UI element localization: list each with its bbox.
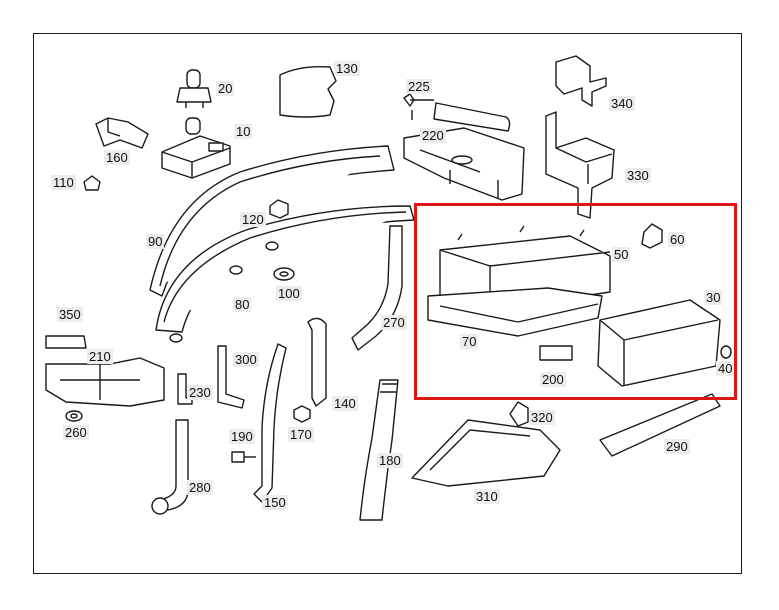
part-30-drawing — [597, 299, 721, 387]
part-20-drawing — [176, 69, 212, 108]
part-label-200[interactable]: 200 — [540, 372, 566, 387]
part-label-310[interactable]: 310 — [474, 489, 500, 504]
part-80-drawing — [155, 205, 415, 343]
part-label-90[interactable]: 90 — [146, 234, 165, 249]
part-label-120[interactable]: 120 — [240, 212, 266, 227]
part-label-60[interactable]: 60 — [668, 232, 687, 247]
part-260-drawing — [65, 410, 83, 422]
part-label-210[interactable]: 210 — [87, 349, 113, 364]
part-60-drawing — [641, 223, 663, 249]
part-190-drawing — [231, 451, 256, 463]
part-150-drawing — [253, 343, 287, 503]
part-210-drawing — [45, 357, 165, 407]
part-label-140[interactable]: 140 — [332, 396, 358, 411]
part-label-80[interactable]: 80 — [233, 297, 252, 312]
selected-region-highlight[interactable] — [414, 203, 737, 400]
part-label-20[interactable]: 20 — [216, 81, 235, 96]
part-140-drawing — [307, 317, 327, 407]
part-120-drawing — [269, 199, 289, 219]
part-220-drawing — [403, 127, 525, 201]
part-label-220[interactable]: 220 — [420, 128, 446, 143]
part-label-280[interactable]: 280 — [187, 480, 213, 495]
part-label-40[interactable]: 40 — [716, 361, 735, 376]
part-label-150[interactable]: 150 — [262, 495, 288, 510]
part-320-drawing — [509, 401, 529, 427]
part-100-drawing — [273, 267, 295, 281]
part-label-260[interactable]: 260 — [63, 425, 89, 440]
part-label-10[interactable]: 10 — [234, 124, 253, 139]
part-label-340[interactable]: 340 — [609, 96, 635, 111]
part-340-drawing — [555, 55, 607, 107]
part-label-330[interactable]: 330 — [625, 168, 651, 183]
part-label-110[interactable]: 110 — [51, 175, 76, 190]
part-label-30[interactable]: 30 — [704, 290, 723, 305]
part-110-drawing — [83, 175, 101, 191]
part-160-drawing — [95, 117, 149, 149]
part-10-drawing — [161, 117, 231, 179]
part-label-300[interactable]: 300 — [233, 352, 259, 367]
part-label-50[interactable]: 50 — [612, 247, 631, 262]
part-label-350[interactable]: 350 — [57, 307, 83, 322]
part-70-drawing — [427, 287, 603, 337]
part-40-drawing — [720, 345, 732, 359]
part-290-drawing — [599, 393, 721, 457]
part-130-drawing — [279, 65, 337, 118]
part-label-225[interactable]: 225 — [406, 79, 432, 94]
part-310-drawing — [411, 419, 561, 487]
diagram-frame — [33, 33, 742, 574]
part-225-drawing — [403, 93, 511, 132]
part-280-drawing — [151, 419, 189, 515]
part-label-180[interactable]: 180 — [377, 453, 403, 468]
part-label-170[interactable]: 170 — [288, 427, 314, 442]
part-200-drawing — [539, 345, 573, 361]
part-label-100[interactable]: 100 — [276, 286, 302, 301]
part-label-190[interactable]: 190 — [229, 429, 255, 444]
part-label-320[interactable]: 320 — [529, 410, 555, 425]
part-label-230[interactable]: 230 — [187, 385, 213, 400]
part-label-160[interactable]: 160 — [104, 150, 130, 165]
part-label-130[interactable]: 130 — [334, 61, 360, 76]
part-label-270[interactable]: 270 — [381, 315, 407, 330]
part-350-drawing — [45, 335, 87, 349]
part-label-290[interactable]: 290 — [664, 439, 690, 454]
part-330-drawing — [545, 111, 615, 219]
part-label-70[interactable]: 70 — [460, 334, 479, 349]
part-270-drawing — [351, 225, 403, 351]
part-180-drawing — [359, 379, 399, 521]
part-170-drawing — [293, 405, 311, 423]
part-300-drawing — [217, 345, 245, 409]
